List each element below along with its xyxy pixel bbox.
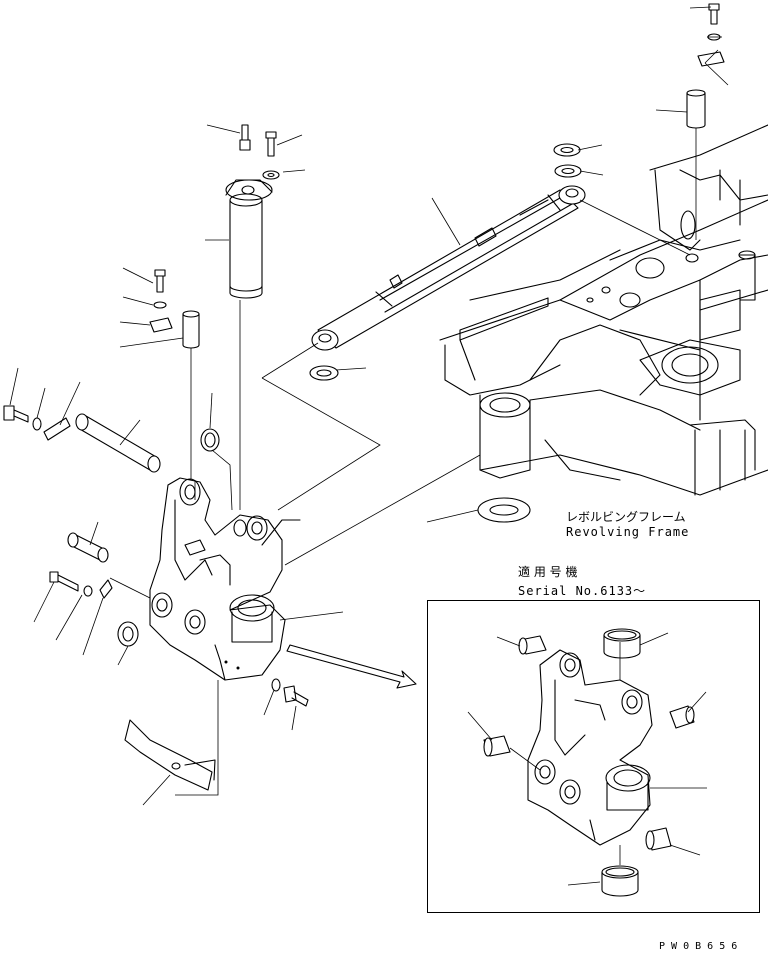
inset-drawing bbox=[467, 628, 707, 897]
swing-bracket bbox=[149, 449, 301, 796]
applicable-label-jp: 適 用 号 機 bbox=[518, 565, 578, 579]
frame-label-jp: レボルビングフレーム bbox=[566, 510, 686, 524]
revolving-frame bbox=[439, 124, 768, 496]
boom-cylinder bbox=[311, 185, 586, 351]
serial-inset-box bbox=[427, 600, 760, 913]
leader-lines bbox=[9, 6, 729, 806]
frame-label-en: Revolving Frame bbox=[566, 525, 690, 539]
drawing-code: P W 0 B 6 5 6 bbox=[659, 941, 738, 952]
serial-label: Serial No.6133～ bbox=[518, 584, 647, 598]
arrow-to-inset bbox=[286, 644, 417, 689]
hardware bbox=[3, 3, 725, 791]
lift-cylinder bbox=[225, 179, 273, 510]
assembly-lines bbox=[109, 199, 691, 599]
